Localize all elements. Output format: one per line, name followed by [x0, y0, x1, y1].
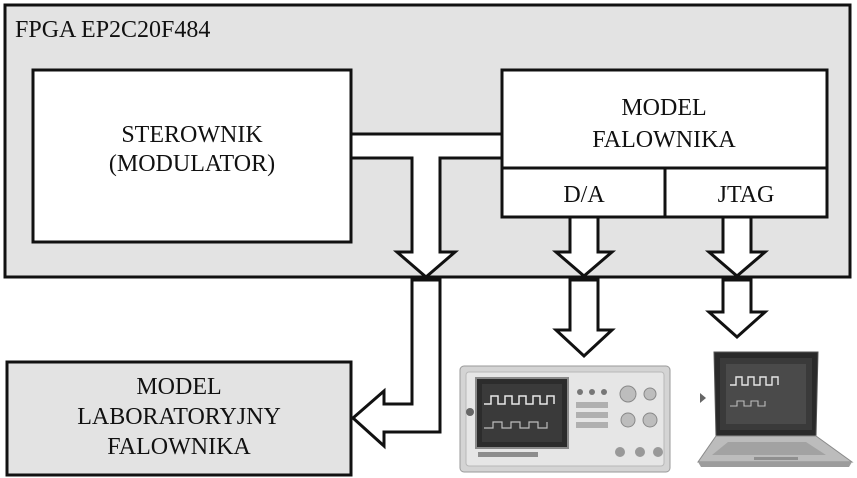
jtag-arrow-upper — [704, 215, 770, 278]
port-da-label: D/A — [563, 182, 605, 208]
lab-model-label-line1: MODEL — [136, 374, 221, 400]
lab-model-label-line2: LABORATORYJNY — [77, 404, 281, 430]
bus-t-arrow — [349, 132, 504, 279]
controller-label-line1: STEROWNIK — [121, 122, 263, 148]
inverter-model-label-line2: FALOWNIKA — [592, 127, 736, 153]
port-jtag-label: JTAG — [718, 182, 775, 208]
da-arrow-upper — [551, 215, 617, 278]
inverter-model-box — [500, 68, 829, 219]
bus-to-lab-arrow — [350, 278, 442, 450]
fpga-title: FPGA EP2C20F484 — [15, 17, 210, 43]
inverter-model-label-line1: MODEL — [621, 95, 706, 121]
lab-model-box — [5, 360, 353, 477]
lab-model-label-line3: FALOWNIKA — [107, 434, 251, 460]
controller-label-line2: (MODULATOR) — [109, 151, 275, 177]
controller-box — [31, 68, 353, 244]
jtag-arrow-lower — [705, 278, 769, 340]
oscilloscope-image — [459, 365, 671, 473]
laptop-image — [697, 351, 854, 467]
da-arrow-lower — [552, 278, 616, 359]
